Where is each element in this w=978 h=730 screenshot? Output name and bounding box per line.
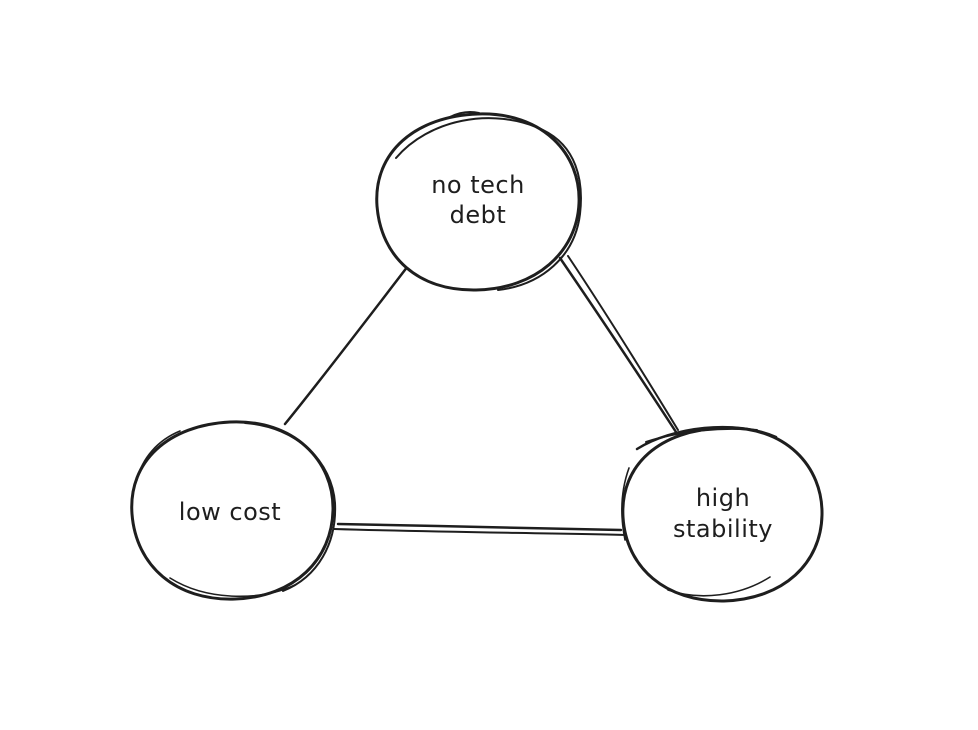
- node-label-no-tech-debt-line1: no tech: [431, 171, 525, 199]
- node-label-high-stability-line2: stability: [673, 515, 773, 543]
- edge-no-tech-debt-to-high-stability[interactable]: [558, 255, 679, 434]
- node-label-high-stability-line1: high: [696, 484, 750, 512]
- edge-low-cost-to-high-stability[interactable]: [333, 522, 627, 536]
- node-low-cost[interactable]: low cost: [130, 420, 337, 601]
- node-high-stability[interactable]: high stability: [621, 425, 824, 603]
- node-label-low-cost: low cost: [179, 498, 281, 526]
- edge-no-tech-debt-to-low-cost[interactable]: [283, 264, 410, 426]
- node-label-no-tech-debt-line2: debt: [450, 201, 507, 229]
- node-no-tech-debt[interactable]: no tech debt: [375, 111, 582, 292]
